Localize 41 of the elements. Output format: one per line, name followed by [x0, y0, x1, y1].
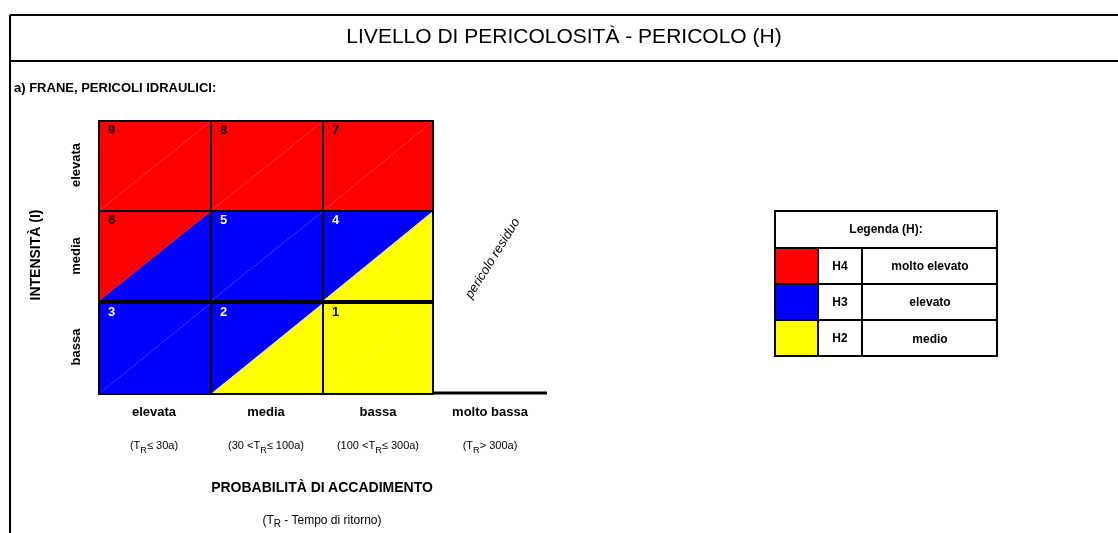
range-label: (30 <T$_{R}$≤ 100a)	[228, 439, 304, 455]
cell-number: 9	[108, 122, 116, 137]
column-label: media	[247, 403, 285, 419]
legend-code: H3	[832, 295, 848, 309]
row-label: media	[67, 237, 83, 275]
matrix-cell	[98, 302, 212, 395]
matrix-cell	[98, 210, 212, 302]
matrix-cell	[98, 120, 212, 212]
section-heading: a) FRANE, PERICOLI IDRAULICI:	[14, 80, 217, 95]
cell-number: 4	[332, 212, 340, 227]
range-label: (T$_{R}$≤ 30a)	[129, 439, 179, 455]
column-label: molto bassa	[452, 403, 528, 419]
legend-description: medio	[912, 332, 948, 346]
cell-number: 1	[332, 304, 340, 319]
column-label: elevata	[131, 403, 177, 419]
legend-code: H4	[832, 259, 848, 273]
cell-number: 6	[108, 212, 116, 227]
axis-note: (T$_{R}$ - Tempo di ritorno)	[262, 512, 382, 530]
legend-code: H2	[832, 331, 848, 345]
column-label: bassa	[359, 403, 397, 419]
matrix-cell	[322, 302, 434, 395]
matrix-cell	[322, 120, 434, 212]
row-label: elevata	[67, 142, 83, 188]
page-title: LIVELLO DI PERICOLOSITÀ - PERICOLO (H)	[345, 24, 783, 48]
row-label: bassa	[67, 328, 83, 366]
legend-description: elevato	[909, 295, 951, 309]
matrix-cell	[210, 210, 324, 302]
range-label: (100 <T$_{R}$≤ 300a)	[336, 439, 420, 455]
cell-number: 8	[220, 122, 228, 137]
cell-number: 3	[108, 304, 116, 319]
legend-title: Legenda (H):	[849, 222, 923, 236]
matrix-cell	[210, 120, 324, 212]
range-label: (T$_{R}$> 300a)	[462, 439, 518, 455]
matrix-cell	[210, 302, 324, 395]
cell-number: 2	[220, 304, 228, 319]
axis-title: INTENSITÀ (I)	[27, 209, 43, 301]
matrix-cell	[322, 210, 434, 302]
cell-number: 5	[220, 212, 228, 227]
legend-description: molto elevato	[891, 259, 969, 273]
cell-number: 7	[332, 122, 340, 137]
axis-title: PROBABILITÀ DI ACCADIMENTO	[211, 479, 433, 495]
